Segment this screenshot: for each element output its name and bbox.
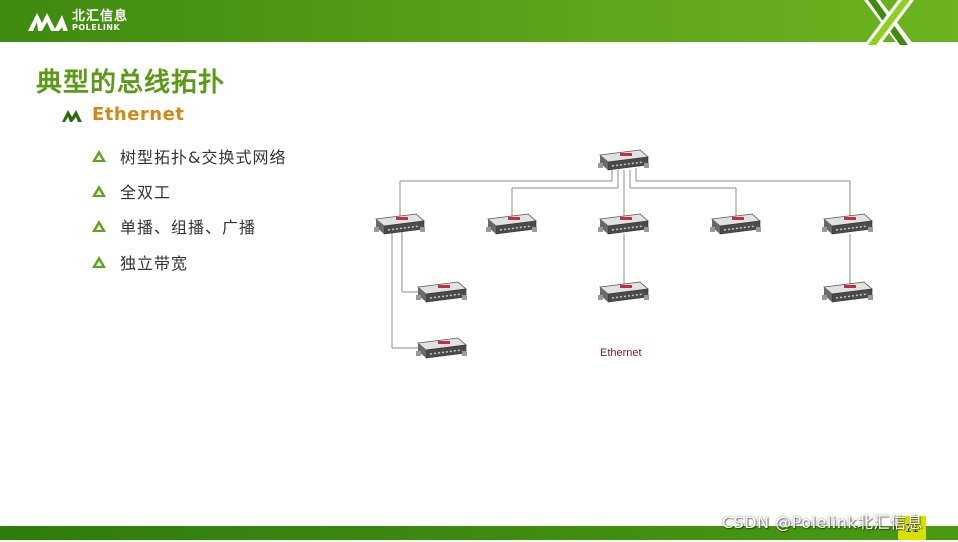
diagram-ethernet-label: Ethernet (600, 347, 642, 359)
bullet-text: 独立带宽 (120, 254, 189, 273)
polelink-logo: 北汇信息 POLELINK (28, 9, 128, 33)
bullet-item: 树型拓扑&交换式网络 (92, 144, 286, 168)
page-number: 11 (898, 516, 926, 540)
polelink-logo-icon (28, 13, 68, 31)
triangle-bullet-icon (92, 220, 106, 232)
ethernet-switch-device (597, 149, 650, 171)
section-bullet-icon (62, 109, 82, 122)
watermark-text: CSDN @Polelink北汇信息 (722, 513, 924, 532)
ecu-device (597, 213, 650, 235)
logo-chinese-text: 北汇信息 (72, 9, 129, 24)
bullet-text: 树型拓扑&交换式网络 (120, 148, 287, 167)
header-bar: 北汇信息 POLELINK (0, 0, 958, 45)
ecu-device (821, 281, 874, 303)
ecu-device (709, 213, 762, 235)
section-heading: Ethernet (62, 104, 184, 125)
ecu-device (821, 213, 874, 235)
logo-english-text: POLELINK (72, 23, 121, 32)
triangle-bullet-icon (92, 256, 106, 268)
section-heading-text: Ethernet (92, 104, 185, 125)
ecu-device (373, 213, 426, 235)
bullet-item: 单播、组播、广播 (92, 214, 256, 238)
ecu-device (597, 281, 650, 303)
ecu-device (485, 213, 538, 235)
triangle-bullet-icon (92, 185, 106, 197)
bullet-text: 全双工 (120, 183, 172, 202)
corner-x-decoration (864, 0, 914, 45)
bullet-item: 全双工 (92, 179, 171, 203)
slide-title: 典型的总线拓扑 (36, 68, 226, 98)
ecu-device (415, 281, 468, 303)
ecu-device (415, 337, 468, 359)
bullet-text: 单播、组播、广播 (120, 218, 257, 237)
footer-bar (0, 526, 958, 540)
bullet-item: 独立带宽 (92, 250, 188, 274)
triangle-bullet-icon (92, 150, 106, 162)
